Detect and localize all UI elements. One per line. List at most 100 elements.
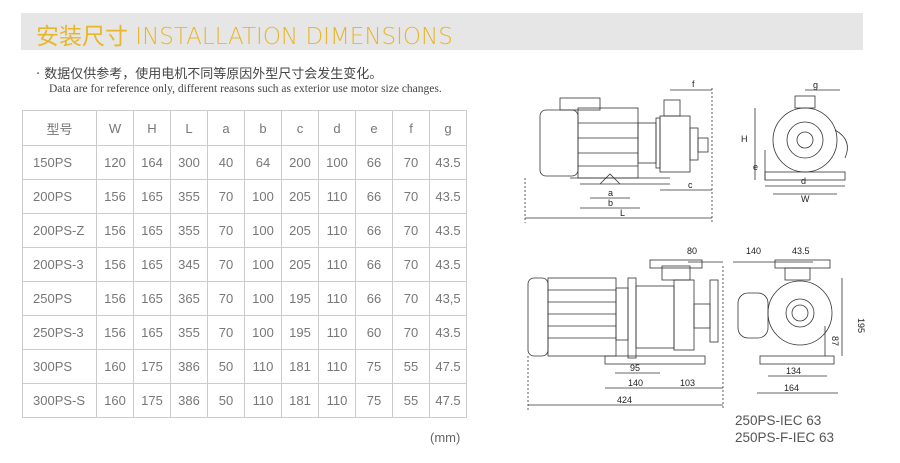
- table-cell: 110: [318, 349, 356, 384]
- column-header: e: [355, 110, 393, 146]
- model-cell: 300PS: [22, 349, 97, 384]
- table-cell: 55: [392, 349, 430, 384]
- table-cell: 75: [355, 383, 393, 418]
- dim-a: a: [608, 188, 613, 198]
- table-cell: 156: [96, 247, 134, 282]
- table-cell: 110: [318, 315, 356, 350]
- dim-80: 80: [687, 246, 697, 256]
- dim-H: H: [741, 134, 748, 144]
- page-title: 安装尺寸 INSTALLATION DIMENSIONS: [36, 24, 453, 50]
- table-cell: 165: [133, 179, 171, 214]
- dim-87: 87: [830, 336, 840, 346]
- table-cell: 47.5: [429, 349, 467, 384]
- table-cell: 110: [318, 213, 356, 248]
- dim-195: 195: [856, 318, 866, 333]
- table-cell: 160: [96, 349, 134, 384]
- column-header: c: [281, 110, 319, 146]
- table-cell: 156: [96, 213, 134, 248]
- table-cell: 43.5: [429, 179, 467, 214]
- table-cell: 355: [170, 213, 208, 248]
- column-header: 型号: [22, 110, 97, 146]
- table-cell: 120: [96, 145, 134, 180]
- table-cell: 47.5: [429, 383, 467, 418]
- column-header: g: [429, 110, 467, 146]
- table-cell: 43.5: [429, 315, 467, 350]
- column-header: a: [207, 110, 245, 146]
- table-cell: 110: [318, 247, 356, 282]
- table-cell: 60: [355, 315, 393, 350]
- table-cell: 175: [133, 349, 171, 384]
- pump-250ps-iec63-drawing: 80 140 43.5 195 87 95 140 103 424 134 16…: [527, 246, 866, 410]
- table-cell: 100: [244, 281, 282, 316]
- table-cell: 70: [207, 247, 245, 282]
- table-cell: 66: [355, 179, 393, 214]
- table-cell: 70: [392, 179, 430, 214]
- table-cell: 70: [207, 213, 245, 248]
- dim-140-bottom: 140: [628, 378, 643, 388]
- table-cell: 165: [133, 247, 171, 282]
- table-cell: 70: [392, 281, 430, 316]
- table-cell: 300: [170, 145, 208, 180]
- table-cell: 100: [318, 145, 356, 180]
- table-cell: 110: [318, 383, 356, 418]
- table-cell: 156: [96, 315, 134, 350]
- table-cell: 165: [133, 281, 171, 316]
- table-cell: 100: [244, 179, 282, 214]
- table-cell: 165: [133, 213, 171, 248]
- table-cell: 110: [318, 179, 356, 214]
- model-cell: 250PS: [22, 281, 97, 316]
- table-cell: 66: [355, 213, 393, 248]
- table-cell: 160: [96, 383, 134, 418]
- table-cell: 43.5: [429, 213, 467, 248]
- model-cell: 200PS-Z: [22, 213, 97, 248]
- note-chinese: · 数据仅供参考，使用电机不同等原因外型尺寸会发生变化。: [36, 67, 383, 82]
- table-cell: 195: [281, 281, 319, 316]
- table-cell: 70: [392, 247, 430, 282]
- dim-95: 95: [630, 363, 640, 373]
- table-cell: 75: [355, 349, 393, 384]
- table-cell: 64: [244, 145, 282, 180]
- table-cell: 70: [392, 213, 430, 248]
- table-cell: 100: [244, 315, 282, 350]
- table-cell: 110: [244, 383, 282, 418]
- table-cell: 70: [392, 315, 430, 350]
- dim-c: c: [688, 180, 693, 190]
- table-cell: 100: [244, 213, 282, 248]
- table-cell: 156: [96, 281, 134, 316]
- table-cell: 165: [133, 315, 171, 350]
- table-cell: 205: [281, 247, 319, 282]
- column-header: d: [318, 110, 356, 146]
- table-cell: 164: [133, 145, 171, 180]
- column-header: L: [170, 110, 208, 146]
- table-cell: 355: [170, 179, 208, 214]
- table-cell: 70: [207, 179, 245, 214]
- table-cell: 200: [281, 145, 319, 180]
- dim-134: 134: [786, 366, 801, 376]
- dim-103: 103: [680, 378, 695, 388]
- dim-424: 424: [617, 395, 632, 405]
- table-cell: 50: [207, 349, 245, 384]
- table-cell: 55: [392, 383, 430, 418]
- table-cell: 70: [207, 281, 245, 316]
- model-cell: 200PS-3: [22, 247, 97, 282]
- dim-d: d: [801, 176, 806, 186]
- model-caption-2: 250PS-F-IEC 63: [735, 430, 835, 445]
- table-cell: 156: [96, 179, 134, 214]
- model-cell: 300PS-S: [22, 383, 97, 418]
- table-cell: 181: [281, 383, 319, 418]
- table-cell: 195: [281, 315, 319, 350]
- column-header: W: [96, 110, 134, 146]
- model-cell: 200PS: [22, 179, 97, 214]
- column-header: f: [392, 110, 430, 146]
- table-cell: 355: [170, 315, 208, 350]
- note-english: Data are for reference only, different r…: [49, 83, 442, 95]
- unit-label: (mm): [430, 430, 461, 445]
